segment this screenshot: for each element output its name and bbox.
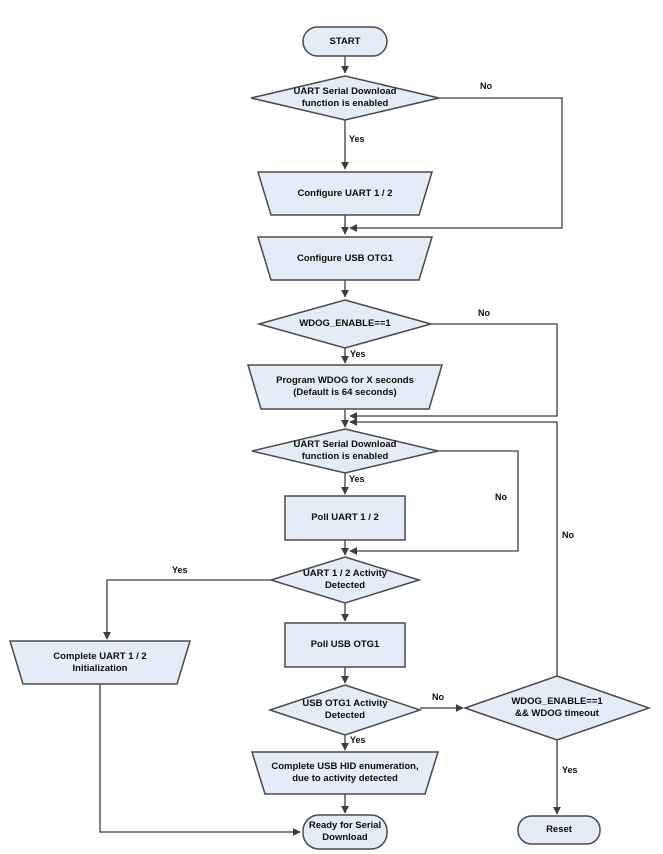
process-poll-uart-shape <box>284 495 406 541</box>
edge-wdog-timeout-no-loop <box>349 418 558 676</box>
edge-uart-enabled-no <box>349 97 563 232</box>
decision-usb-activity-shape <box>267 684 423 736</box>
process-configure-uart-shape <box>256 171 434 216</box>
ready-terminator-shape <box>302 814 388 850</box>
process-poll-usb-shape <box>284 622 406 668</box>
decision-uart-enabled-loop-shape <box>251 428 439 474</box>
node-shapes <box>8 26 652 850</box>
connectors <box>99 56 563 836</box>
process-complete-uart-init-shape <box>8 640 192 685</box>
edge-uartloop-no <box>349 450 519 555</box>
edge-uartactivity-yes-left <box>103 579 271 640</box>
edge-uartinit-to-ready <box>99 684 301 836</box>
decision-uart-enabled-top-shape <box>250 75 440 121</box>
process-configure-usb-shape <box>256 236 434 281</box>
reset-terminator-shape <box>517 815 601 845</box>
edge-wdog-no <box>349 323 558 420</box>
process-complete-hid-shape <box>250 751 440 795</box>
decision-wdog-enable-shape <box>256 299 434 349</box>
decision-uart-activity-shape <box>268 556 422 604</box>
decision-wdog-timeout-shape <box>462 675 652 741</box>
start-terminator-shape <box>302 26 388 57</box>
process-program-wdog-shape <box>246 364 444 410</box>
